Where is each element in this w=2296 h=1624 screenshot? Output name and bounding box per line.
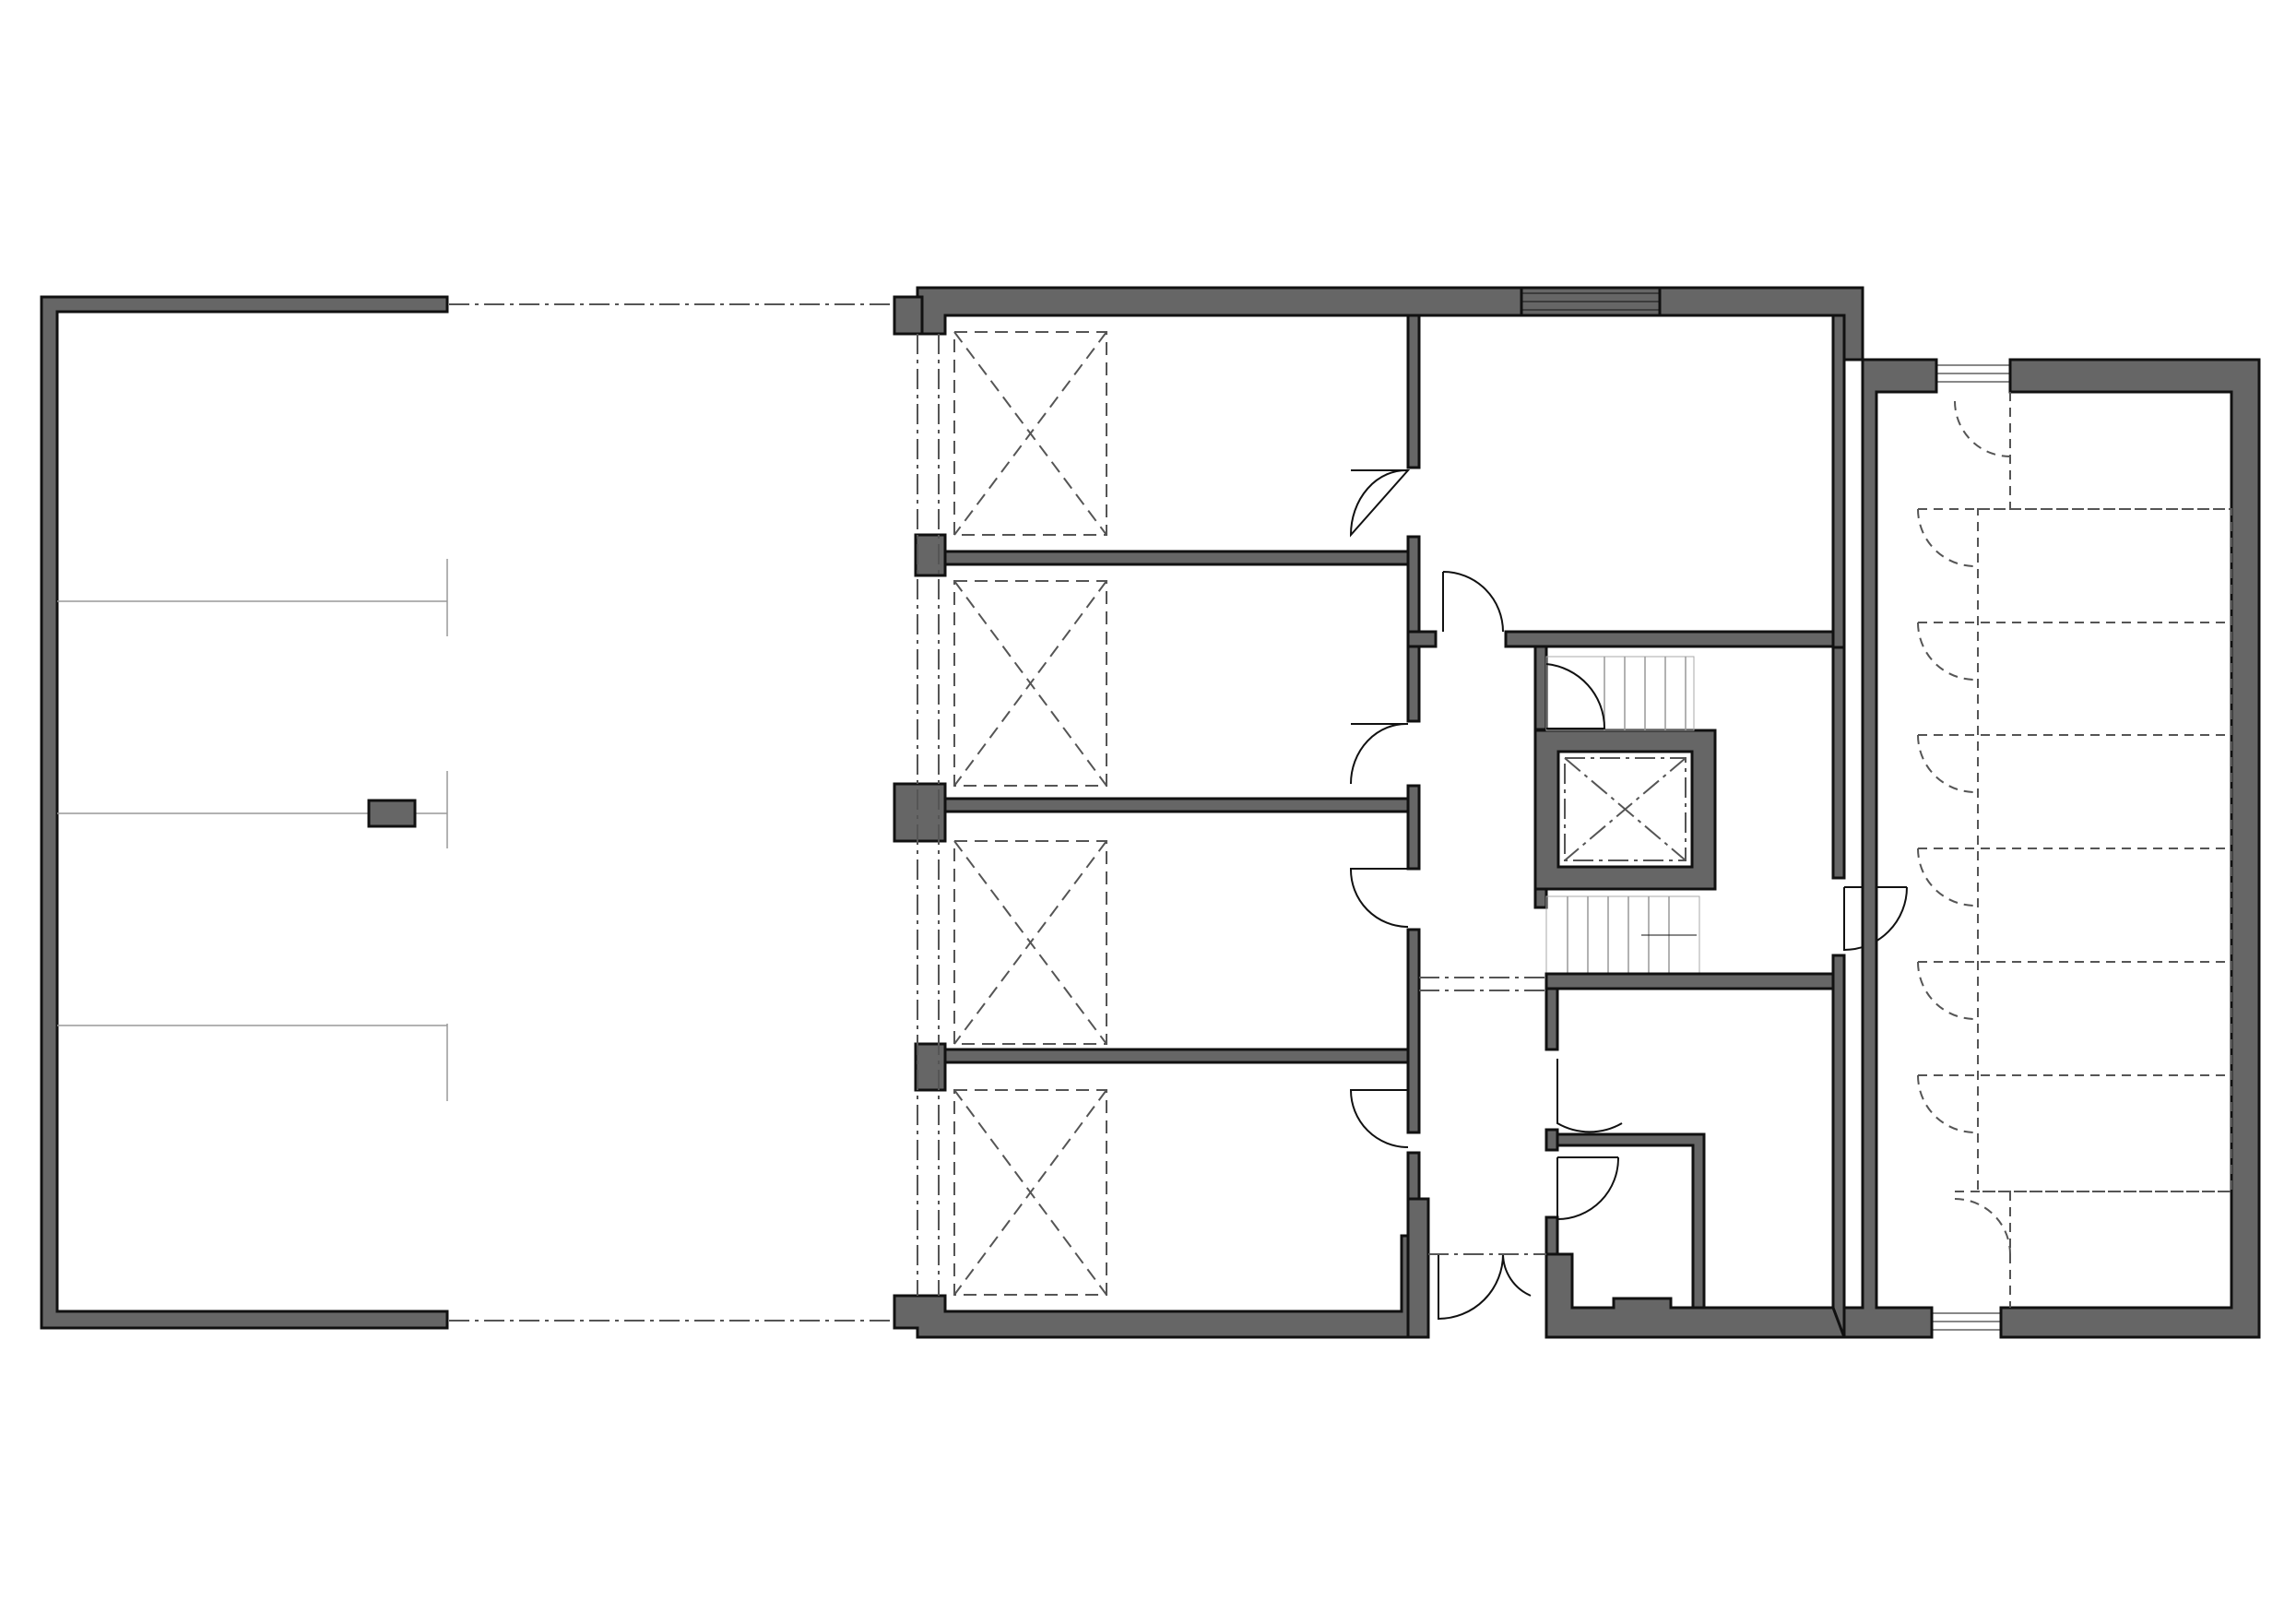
bays-bottom-wall	[893, 1234, 1426, 1339]
exit-door	[1438, 1253, 1532, 1321]
bay-partition-2	[943, 797, 1410, 813]
bay-door-3	[1349, 868, 1409, 928]
util-left-wall-a	[1544, 987, 1559, 1051]
util-bottom-wall	[1544, 1252, 1847, 1339]
pier-4	[914, 1042, 947, 1092]
core	[1406, 286, 1908, 1339]
core-right-wall	[1831, 646, 1846, 880]
core-room-right-wall	[1831, 314, 1846, 649]
pier-1	[893, 295, 924, 336]
core-mid-wall	[1504, 630, 1846, 648]
bay-partition-3	[943, 1048, 1410, 1064]
util-door-1	[1556, 1059, 1623, 1133]
stair-left-wall	[1533, 645, 1548, 731]
locker-grid	[1918, 392, 2232, 1308]
bay-box-3	[953, 840, 1107, 1045]
corridor-door-top	[1442, 571, 1504, 633]
bay-door-2	[1350, 722, 1409, 785]
util-cross-wall	[1556, 1132, 1706, 1310]
stair-lower	[1545, 895, 1700, 975]
bays-divider-d	[1406, 928, 1421, 1134]
bay-box-2	[953, 580, 1107, 787]
core-left-wall-a	[1406, 630, 1438, 648]
hall-column	[367, 799, 417, 828]
left-hall	[40, 295, 894, 1330]
pier-3	[893, 782, 947, 843]
bays-divider-b	[1406, 535, 1421, 723]
core-right-wall-lower	[1831, 954, 1846, 1339]
bay-partition-1	[943, 550, 1410, 566]
bay-door-4	[1349, 1089, 1409, 1148]
bay-box-4	[953, 1089, 1107, 1296]
bays-top-wall	[916, 286, 1523, 336]
right-wing	[1842, 358, 2261, 1339]
left-hall-wall	[40, 295, 449, 1330]
lift-x	[1564, 757, 1686, 861]
util-left-wall-c	[1544, 1215, 1559, 1256]
bays-divider-c	[1406, 784, 1421, 871]
right-wing-top-wall	[1999, 358, 2261, 1339]
util-left-wall-b	[1544, 1128, 1559, 1152]
bay-door-1	[1349, 468, 1411, 538]
util-door-2	[1556, 1156, 1620, 1221]
corridor-left-wall	[1406, 1197, 1430, 1339]
bays-divider-a	[1406, 314, 1421, 469]
pier-2	[914, 533, 947, 577]
stair-door-upper	[1545, 663, 1606, 729]
storage-bays	[893, 286, 1523, 1339]
core-lower-cross-wall	[1544, 972, 1846, 990]
locker-doors	[1917, 400, 2011, 1255]
stair-upper	[1545, 656, 1695, 731]
stair-left-wall-2	[1533, 887, 1548, 909]
bay-box-1	[953, 331, 1107, 536]
